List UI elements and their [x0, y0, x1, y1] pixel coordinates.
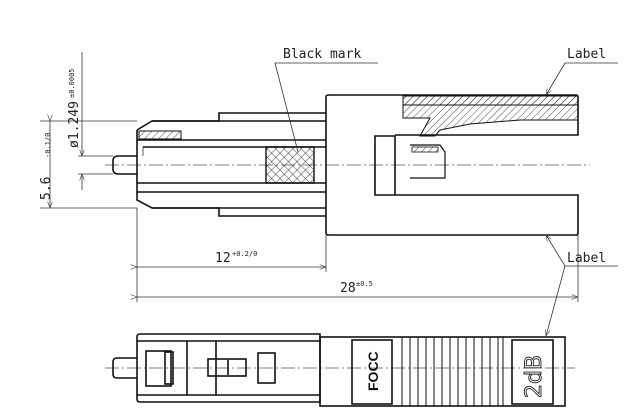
dim-front-length-tol: +0.2/0 — [232, 250, 257, 258]
housing-lower — [325, 97, 579, 236]
label-top: Label — [567, 47, 606, 62]
brand-text: FOCC — [365, 351, 381, 391]
top-view: FOCC 2dB — [105, 333, 575, 407]
ferrule — [112, 155, 137, 175]
dim-height-tol: -0.1/0 — [44, 133, 52, 158]
dim-diameter-tol: ±0.0005 — [68, 68, 76, 98]
dim-diameter: ø1.249 — [67, 101, 82, 148]
dim-height: 5.6 — [39, 177, 54, 200]
attenuation-label-box — [511, 339, 554, 405]
grip-ribs — [401, 337, 504, 406]
ferrule-top — [112, 357, 137, 379]
dimensions: 5.6 -0.1/0 ø1.249 ±0.0005 12 +0.2/0 28 ±… — [39, 52, 579, 302]
dim-total-length-tol: ±0.5 — [356, 280, 373, 288]
dim-total-length: 28 — [340, 281, 356, 296]
attenuation-text: 2dB — [522, 355, 547, 398]
dim-front-length: 12 — [215, 251, 231, 266]
black-mark — [265, 146, 315, 184]
latch-section — [402, 95, 579, 137]
brand-label-box — [351, 339, 393, 405]
label-bottom: Label — [567, 251, 606, 266]
black-mark-label: Black mark — [283, 47, 361, 62]
side-view — [105, 94, 590, 236]
callouts: Black mark Label Label — [274, 47, 618, 336]
